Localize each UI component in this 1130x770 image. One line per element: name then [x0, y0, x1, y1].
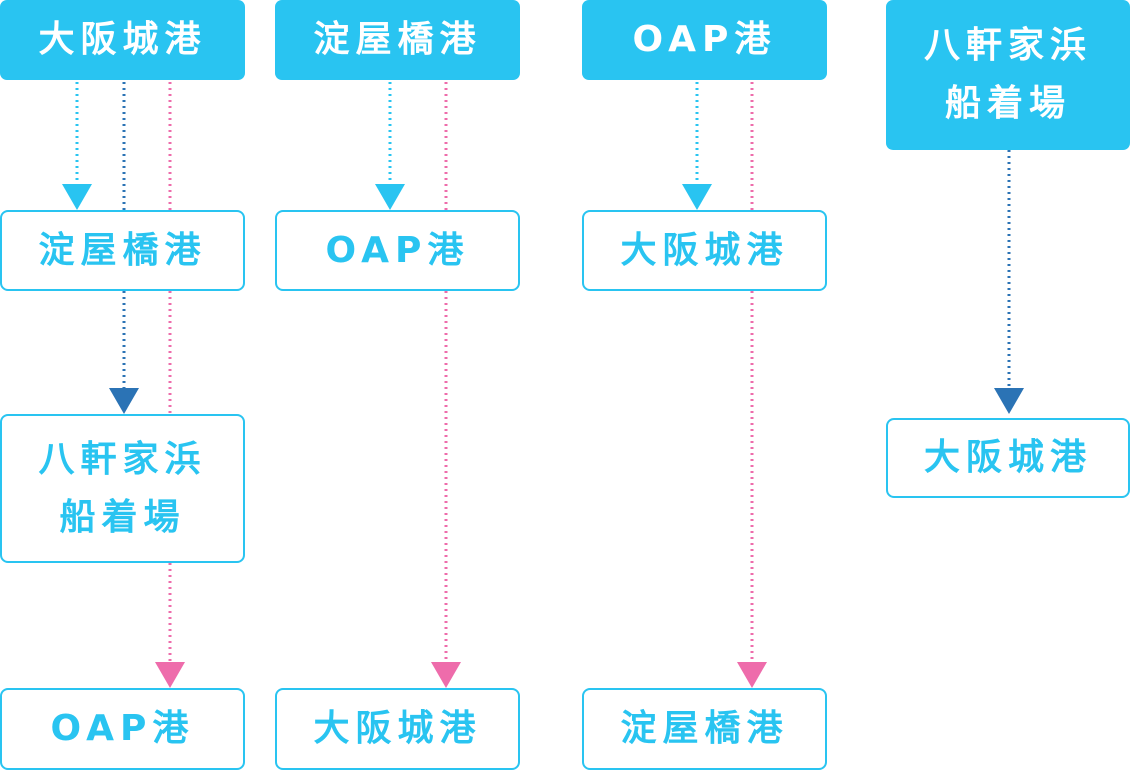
destination-port-box: 八軒家浜 船着場 — [0, 414, 245, 563]
port-label: 淀屋橋港 — [38, 229, 207, 271]
port-label: OAP港 — [50, 708, 195, 749]
destination-port-box: OAP港 — [275, 210, 520, 291]
origin-port-box: OAP港 — [582, 0, 827, 80]
destination-port-box: 淀屋橋港 — [582, 688, 827, 770]
port-label: 大阪城港 — [620, 229, 789, 271]
arrowhead-dark-blue — [994, 388, 1024, 414]
arrowhead-light-blue — [682, 184, 712, 210]
port-label: 淀屋橋港 — [620, 708, 789, 749]
port-label: 大阪城港 — [923, 437, 1092, 478]
arrowhead-light-blue — [375, 184, 405, 210]
arrowhead-pink — [737, 662, 767, 688]
port-label: 大阪城港 — [313, 708, 482, 749]
port-label: 淀屋橋港 — [313, 19, 482, 60]
origin-port-box: 大阪城港 — [0, 0, 245, 80]
arrowhead-pink — [431, 662, 461, 688]
destination-port-box: 大阪城港 — [275, 688, 520, 770]
arrowhead-light-blue — [62, 184, 92, 210]
destination-port-box: OAP港 — [0, 688, 245, 770]
destination-port-box: 大阪城港 — [582, 210, 827, 291]
port-label: OAP港 — [325, 229, 470, 271]
port-label: OAP港 — [632, 19, 777, 60]
port-label: 八軒家浜 船着場 — [38, 438, 207, 538]
origin-port-box: 八軒家浜 船着場 — [886, 0, 1130, 150]
port-label: 八軒家浜 船着場 — [923, 25, 1092, 124]
destination-port-box: 大阪城港 — [886, 418, 1130, 498]
arrowhead-dark-blue — [109, 388, 139, 414]
origin-port-box: 淀屋橋港 — [275, 0, 520, 80]
port-label: 大阪城港 — [38, 19, 207, 60]
arrowhead-pink — [155, 662, 185, 688]
destination-port-box: 淀屋橋港 — [0, 210, 245, 291]
